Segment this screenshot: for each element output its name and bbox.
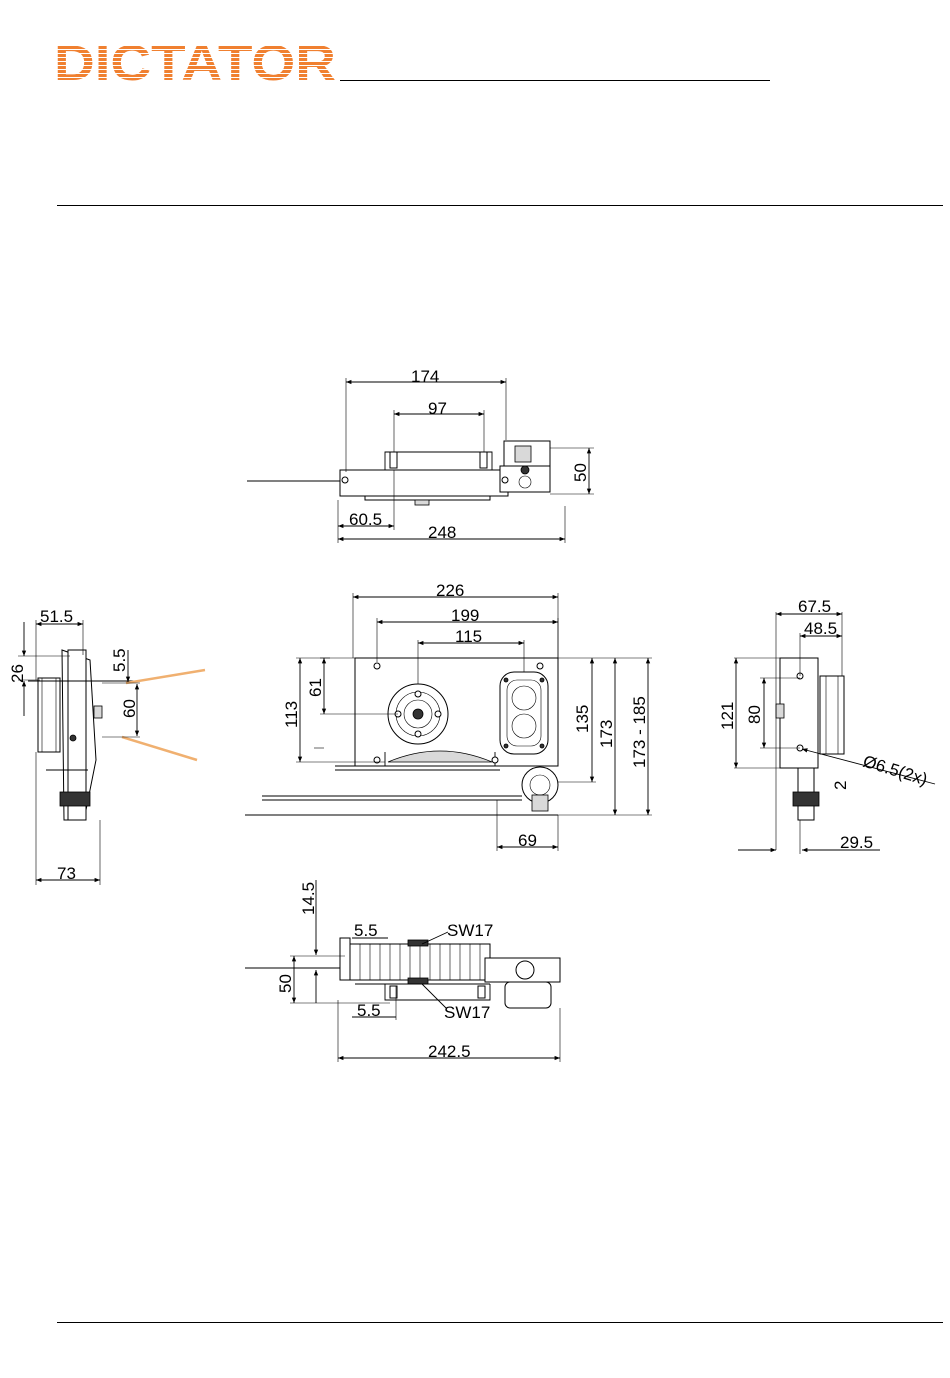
- dim-61: 61: [306, 678, 325, 697]
- bottom-view: 14.5 5.5 SW17 50 5.5 SW17 242.5: [245, 880, 560, 1062]
- dim-14-5: 14.5: [299, 882, 318, 915]
- dim-2: 2: [831, 781, 850, 790]
- dim-48-5: 48.5: [804, 619, 837, 638]
- left-view: 51.5 26 5.5 60 73: [8, 607, 205, 885]
- left-view-motor: [38, 678, 60, 752]
- sw17-bottom: SW17: [444, 1003, 490, 1022]
- dim-50-bottom: 50: [276, 974, 295, 993]
- dim-113: 113: [282, 701, 301, 728]
- left-view-cable-upper: [126, 670, 205, 683]
- dim-51-5: 51.5: [40, 607, 73, 626]
- dim-67-5: 67.5: [798, 597, 831, 616]
- dim-80: 80: [745, 705, 764, 724]
- top-view: 174 97 50 60.5 248: [247, 367, 594, 543]
- right-view-motor: [820, 676, 844, 754]
- dim-248: 248: [428, 523, 456, 542]
- right-view: 67.5 48.5 121 80 Ø6.5(2x) 2 29.5: [718, 597, 935, 854]
- front-view: 226 199 115 113 61 135 173 173 - 185 69: [245, 581, 652, 851]
- dim-115: 115: [455, 627, 482, 646]
- left-view-cable-lower: [122, 737, 197, 760]
- dim-29-5: 29.5: [840, 833, 873, 852]
- dim-5-5-bottom-top: 5.5: [354, 921, 378, 940]
- dim-173: 173: [597, 720, 616, 748]
- dim-60-5: 60.5: [349, 510, 382, 529]
- dim-5-5-bottom-lower: 5.5: [357, 1001, 381, 1020]
- dim-174: 174: [411, 367, 439, 386]
- dim-121: 121: [718, 702, 737, 730]
- dim-69: 69: [518, 831, 537, 850]
- dim-50-top: 50: [571, 463, 590, 482]
- dim-173-185: 173 - 185: [630, 696, 649, 768]
- dim-226: 226: [436, 581, 464, 600]
- dim-242-5: 242.5: [428, 1042, 471, 1061]
- dim-199: 199: [451, 606, 479, 625]
- dim-73: 73: [57, 864, 76, 883]
- dim-97: 97: [428, 399, 447, 418]
- dim-26: 26: [8, 664, 27, 683]
- dim-5-5-left: 5.5: [110, 648, 129, 672]
- dim-diameter-6-5: Ø6.5(2x): [861, 752, 930, 790]
- front-view-gearbox: [500, 672, 548, 754]
- top-view-base-plate: [340, 470, 508, 496]
- dim-60: 60: [120, 699, 139, 718]
- dim-135: 135: [573, 705, 592, 733]
- sw17-top: SW17: [447, 921, 493, 940]
